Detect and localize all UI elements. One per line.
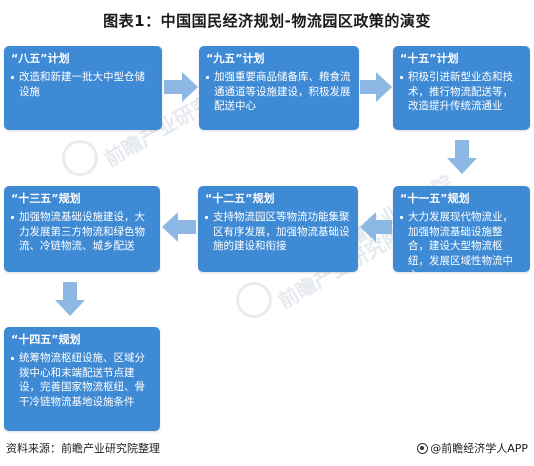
card-heading: “九五”计划 — [206, 52, 265, 65]
bullet-icon — [400, 76, 403, 79]
card-9th-plan: “九五”计划 加强重要商品储备库、粮食流通通道等设施建设，积极发展配送中心 — [199, 46, 359, 130]
card-12th-plan: “十二五”规划 支持物流园区等物流功能集聚区有序发展，加强物流基础设施的建设和衔… — [198, 186, 358, 272]
arrow-down-icon — [447, 140, 477, 174]
figure-title: 图表1：中国国民经济规划-物流园区政策的演变 — [103, 12, 431, 30]
card-heading: “十四五”规划 — [11, 333, 81, 346]
source-note: 资料来源：前瞻产业研究院整理 — [6, 442, 160, 455]
card-heading: “十一五”规划 — [400, 192, 470, 205]
brand-credit-text: @前瞻经济学人APP — [430, 442, 528, 455]
arrow-left-icon — [162, 212, 196, 242]
bullet-icon — [400, 216, 403, 219]
card-heading: “八五”计划 — [11, 52, 70, 65]
card-heading: “十五”计划 — [400, 52, 459, 65]
card-description: 加强重要商品储备库、粮食流通通道等设施建设，积极发展配送中心 — [214, 71, 351, 112]
card-description: 积极引进新型业态和技术，推行物流配送等，改造提升传统流通业 — [408, 71, 513, 112]
arrow-left-icon — [360, 212, 392, 242]
card-description: 支持物流园区等物流功能集聚区有序发展，加强物流基础设施的建设和衔接 — [213, 211, 350, 252]
bullet-icon — [11, 216, 14, 219]
watermark-logo-icon — [62, 140, 98, 176]
card-description: 统筹物流枢纽设施、区域分拨中心和末端配送节点建设，完善国家物流枢纽、骨干冷链物流… — [19, 352, 145, 408]
brand-logo-icon — [417, 442, 429, 454]
bullet-icon — [205, 216, 208, 219]
bullet-icon — [11, 357, 14, 360]
card-10th-plan: “十五”计划 积极引进新型业态和技术，推行物流配送等，改造提升传统流通业 — [393, 46, 530, 130]
card-8th-plan: “八五”计划 改造和新建一批大中型仓储设施 — [4, 46, 162, 130]
arrow-right-icon — [164, 72, 198, 102]
arrow-right-icon — [360, 72, 392, 102]
arrow-down-icon — [55, 282, 85, 316]
card-heading: “十二五”规划 — [205, 192, 275, 205]
bullet-icon — [206, 76, 209, 79]
card-14th-plan: “十四五”规划 统筹物流枢纽设施、区域分拨中心和末端配送节点建设，完善国家物流枢… — [4, 327, 160, 431]
brand-credit: @前瞻经济学人APP — [417, 440, 528, 456]
card-description: 大力发展现代物流业，加强物流基础设施整合，建设大型物流枢纽，发展区域性物流中心 — [408, 211, 513, 281]
card-13th-plan: “十三五”规划 加强物流基础设施建设，大力发展第三方物流和绿色物流、冷链物流、城… — [4, 186, 160, 272]
card-description: 改造和新建一批大中型仓储设施 — [19, 71, 145, 98]
card-description: 加强物流基础设施建设，大力发展第三方物流和绿色物流、冷链物流、城乡配送 — [19, 211, 145, 252]
card-heading: “十三五”规划 — [11, 192, 81, 205]
card-11th-plan: “十一五”规划 大力发展现代物流业，加强物流基础设施整合，建设大型物流枢纽，发展… — [393, 186, 530, 281]
bullet-icon — [11, 76, 14, 79]
watermark-logo-icon — [236, 282, 272, 318]
